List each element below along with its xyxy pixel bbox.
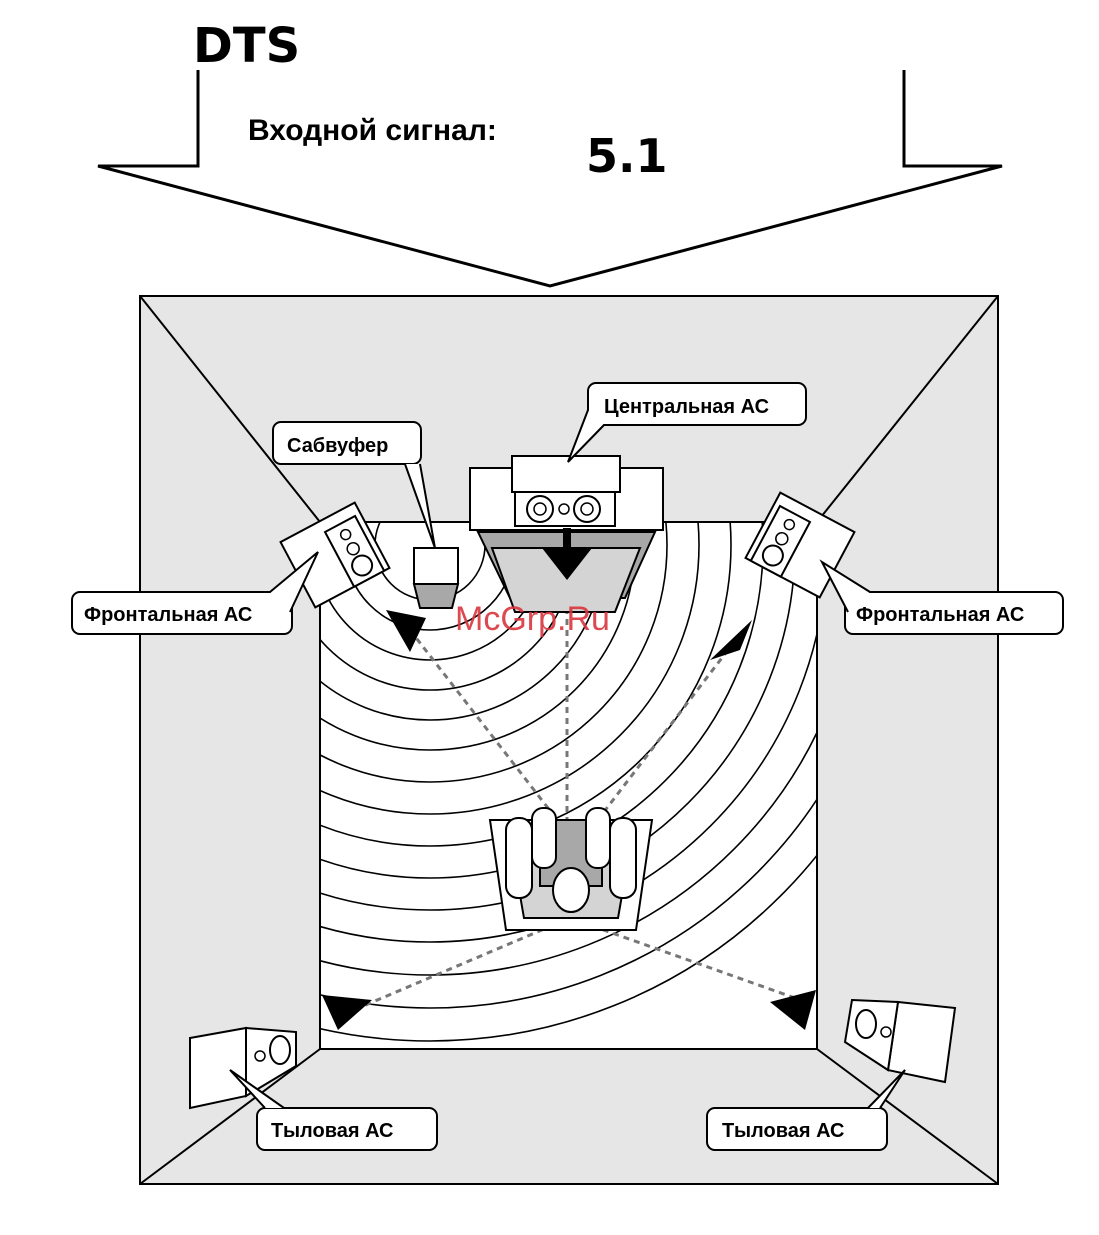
svg-text:Сабвуфер: Сабвуфер — [287, 435, 388, 457]
svg-text:Тыловая АС: Тыловая АС — [271, 1120, 393, 1142]
input-signal-label: Входной сигнал: — [248, 114, 497, 147]
svg-text:Центральная АС: Центральная АС — [604, 396, 769, 418]
svg-text:Фронтальная АС: Фронтальная АС — [84, 604, 252, 626]
input-arrow — [98, 70, 1002, 286]
format-title: DTS — [193, 18, 300, 74]
watermark: McGrp.Ru — [455, 600, 610, 638]
listener-head-icon — [553, 868, 589, 912]
svg-text:Фронтальная АС: Фронтальная АС — [856, 604, 1024, 626]
listener-chair — [490, 808, 652, 930]
subwoofer — [414, 548, 458, 608]
svg-text:Тыловая АС: Тыловая АС — [722, 1120, 844, 1142]
channel-count: 5.1 — [586, 129, 668, 183]
